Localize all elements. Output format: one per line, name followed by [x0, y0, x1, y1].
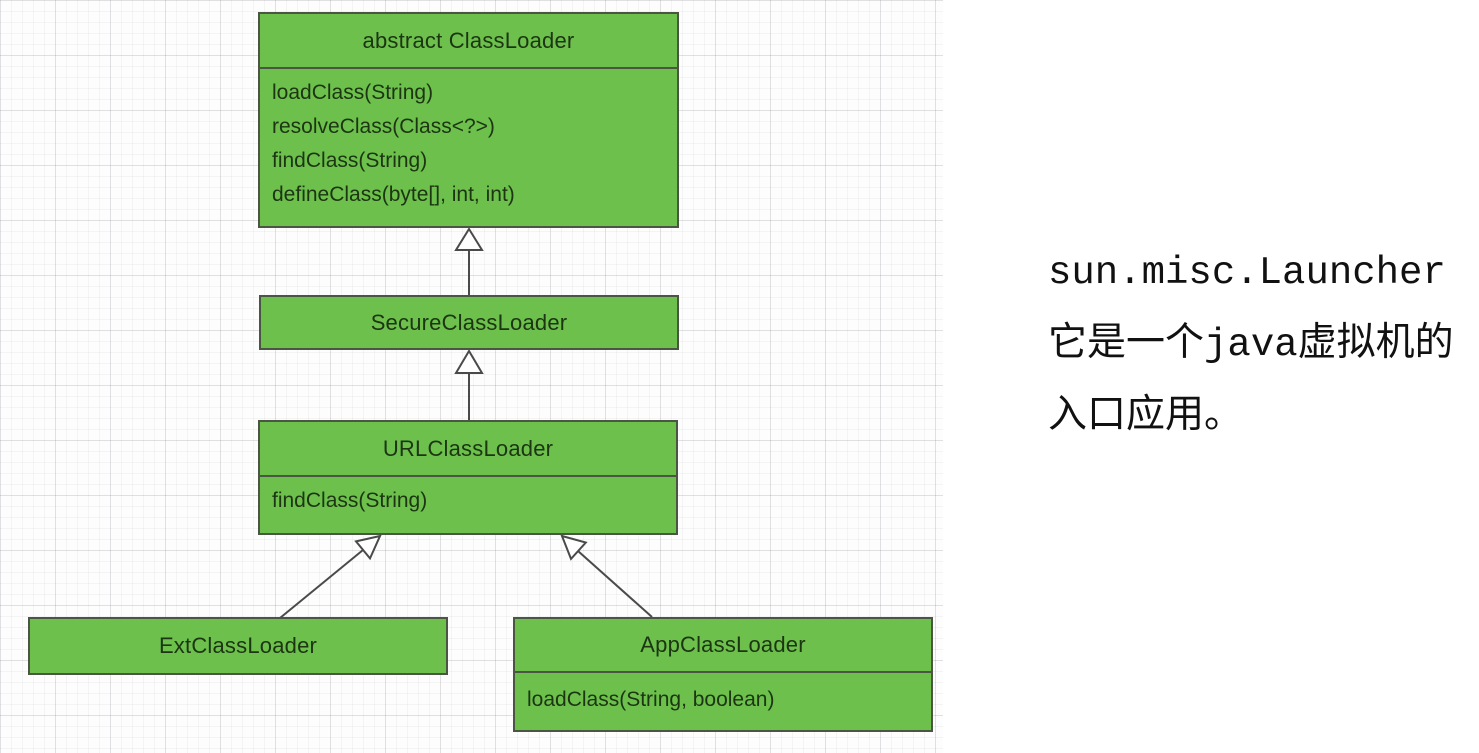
side-note-line2: 它是一个java虚拟机的 [1048, 308, 1454, 380]
connector-ext-to-url [279, 534, 382, 619]
inheritance-connectors [279, 227, 653, 619]
side-note: sun.misc.Launcher 它是一个java虚拟机的 入口应用。 [1048, 238, 1454, 450]
method-defineclass: defineClass(byte[], int, int) [272, 183, 515, 206]
connector-app-to-url [560, 534, 653, 618]
class-title: AppClassLoader [640, 632, 806, 657]
method-resolveclass: resolveClass(Class<?>) [272, 115, 495, 138]
class-title: abstract ClassLoader [362, 27, 575, 53]
class-methods: loadClass(String, boolean) [515, 671, 931, 717]
class-title: SecureClassLoader [370, 309, 568, 335]
class-node-urlclassloader: URLClassLoader findClass(String) [258, 420, 678, 535]
method-findclass: findClass(String) [272, 489, 428, 512]
side-note-line2-prefix: 它是一个 [1048, 321, 1205, 364]
class-title: ExtClassLoader [158, 633, 318, 658]
class-methods: findClass(String) [260, 475, 676, 518]
method-findclass: findClass(String) [272, 149, 428, 172]
side-note-line3: 入口应用。 [1048, 393, 1244, 436]
method-loadclass: loadClass(String, boolean) [527, 688, 775, 711]
connector-url-to-secure [454, 349, 484, 420]
method-loadclass: loadClass(String) [272, 81, 434, 104]
side-note-line2-code: java [1204, 323, 1298, 367]
class-title: URLClassLoader [382, 435, 554, 461]
diagram-canvas: abstract ClassLoader loadClass(String) r… [0, 0, 943, 753]
side-note-line1: sun.misc.Launcher [1048, 251, 1446, 295]
side-note-line2-suffix: 虚拟机的 [1297, 321, 1454, 364]
class-node-appclassloader: AppClassLoader loadClass(String, boolean… [513, 617, 933, 732]
class-node-abstract-classloader: abstract ClassLoader loadClass(String) r… [258, 12, 679, 228]
class-node-extclassloader: ExtClassLoader [28, 617, 448, 675]
class-methods: loadClass(String) resolveClass(Class<?>)… [260, 67, 677, 212]
connector-secure-to-classloader [454, 227, 484, 295]
class-node-secureclassloader: SecureClassLoader [259, 295, 679, 350]
